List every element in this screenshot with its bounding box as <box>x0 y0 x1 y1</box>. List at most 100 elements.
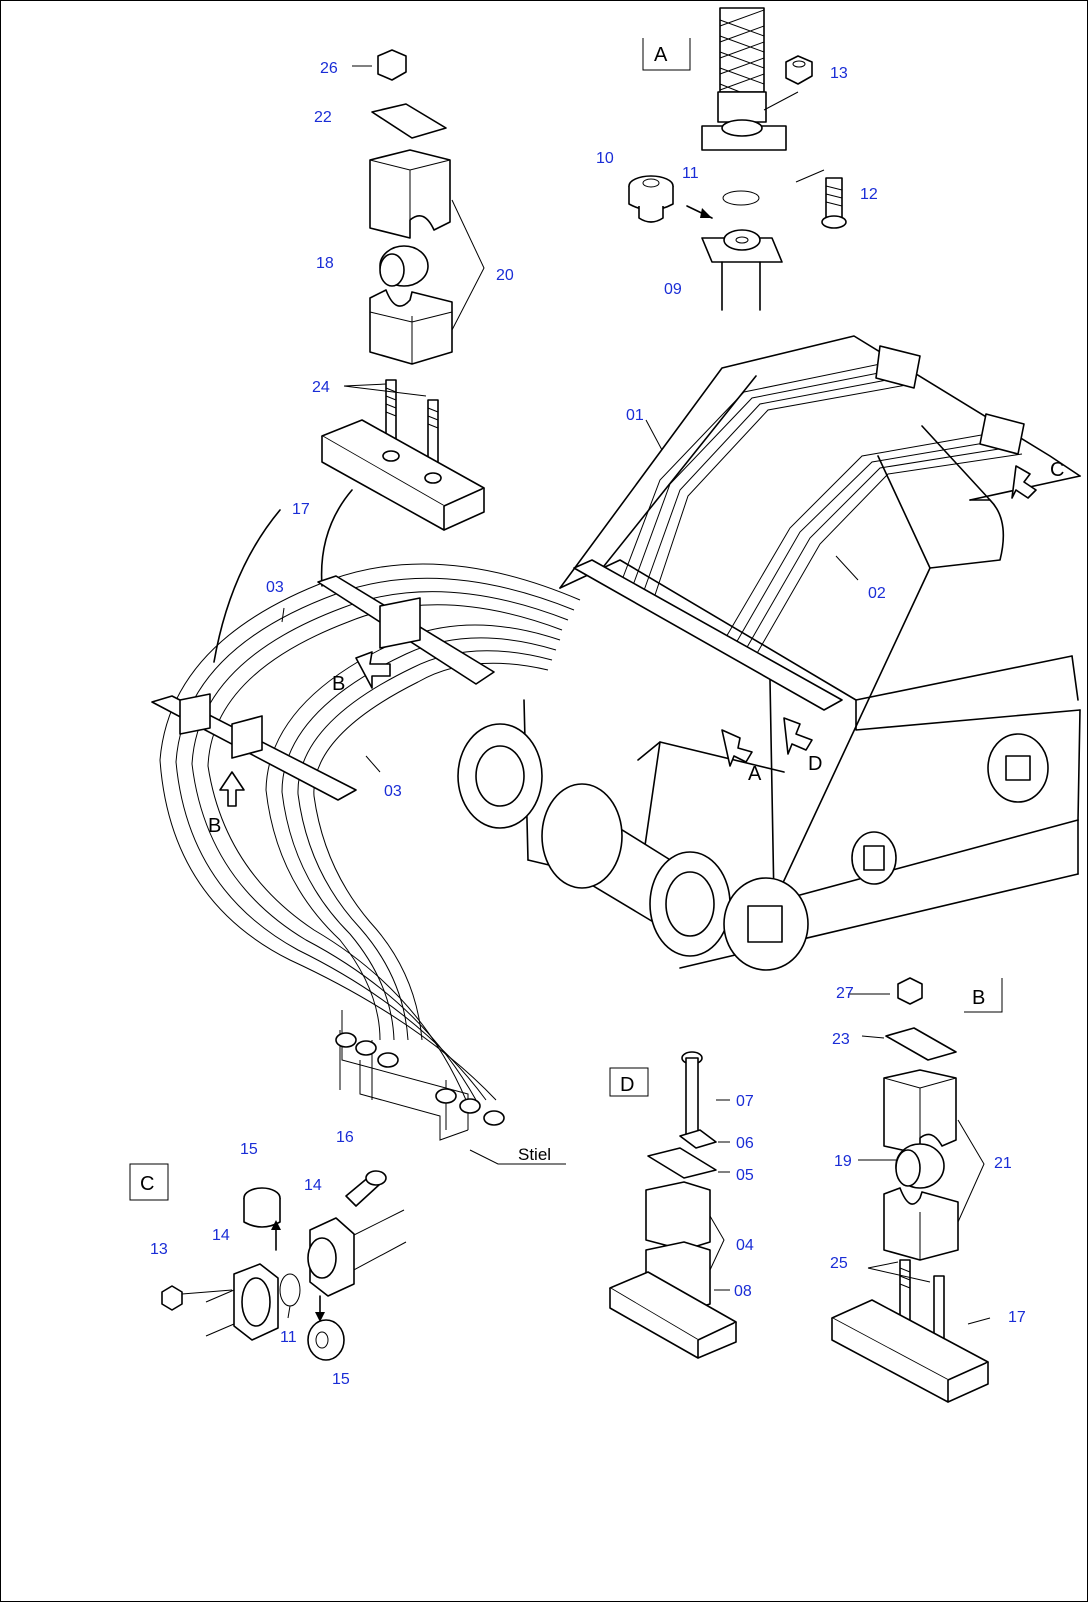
end-fittings-02 <box>979 413 1025 455</box>
stud-bolts-24 <box>343 379 439 473</box>
view-arrows: B B A D C <box>208 459 1064 837</box>
detail-c: C <box>129 1163 407 1361</box>
callout-15-bottom: 15 <box>332 1371 350 1388</box>
clamp-half-20-bottom <box>369 289 453 365</box>
leader-01 <box>645 419 663 451</box>
callout-01: 01 <box>626 407 644 424</box>
callout-27: 27 <box>836 985 854 1002</box>
o-ring-11 <box>722 190 760 206</box>
cover-plate-23 <box>885 1027 957 1061</box>
arrow-label-b-lower: B <box>208 815 221 837</box>
view-label-b: B <box>972 987 985 1009</box>
cover-plate-22 <box>371 103 447 139</box>
callout-16: 16 <box>336 1129 354 1146</box>
bolt-07 <box>681 1051 730 1139</box>
stiel-fittings: Stiel <box>335 1010 566 1165</box>
pin-boss-mid <box>851 831 897 885</box>
detail-a: A <box>628 7 847 311</box>
plate-05 <box>647 1147 717 1179</box>
arrowhead-icon <box>271 1220 281 1230</box>
callout-24: 24 <box>312 379 330 396</box>
leader-02 <box>835 555 859 581</box>
washer-06 <box>679 1129 717 1149</box>
detail-d: D <box>609 1051 737 1359</box>
callout-02: 02 <box>868 585 886 602</box>
hose-loop-03 <box>159 563 581 1101</box>
clamp-block <box>231 715 263 759</box>
callout-25: 25 <box>830 1255 848 1272</box>
callout-20: 20 <box>496 267 514 284</box>
bolt-16 <box>345 1170 387 1207</box>
callout-05: 05 <box>736 1167 754 1184</box>
callout-12: 12 <box>860 186 878 203</box>
callout-07: 07 <box>736 1093 754 1110</box>
callout-18: 18 <box>316 255 334 272</box>
leader-03-mid <box>365 755 381 773</box>
leader-03-top <box>281 607 285 623</box>
plug-15-top <box>243 1187 281 1228</box>
arrow-d-icon <box>783 717 813 755</box>
detail-b: B <box>831 977 1003 1403</box>
bolt-12 <box>821 177 847 229</box>
callout-26: 26 <box>320 60 338 77</box>
clamp-half-21-bottom <box>883 1187 959 1261</box>
pin-boss-far <box>987 733 1049 803</box>
clamp-insert-18 <box>379 245 429 287</box>
hydraulic-lines-01 <box>621 359 913 605</box>
callout-06: 06 <box>736 1135 754 1152</box>
callout-17-top: 17 <box>292 501 310 518</box>
callout-21: 21 <box>994 1155 1012 1172</box>
clamp-block <box>179 693 211 735</box>
flange-14-right <box>307 1217 355 1297</box>
arrow-b-lower-icon <box>219 771 245 807</box>
arrow-label-d: D <box>808 753 822 775</box>
channel-bar-08 <box>609 1271 737 1359</box>
nut-13 <box>785 55 813 85</box>
callout-23: 23 <box>832 1031 850 1048</box>
plug-15-bottom <box>307 1319 345 1361</box>
arrow-c-icon <box>1011 465 1037 499</box>
arrowhead-icon <box>315 1312 325 1322</box>
pin-boss-left <box>457 723 543 829</box>
callout-15-top: 15 <box>240 1141 258 1158</box>
channel-bar-17-b <box>831 1299 989 1403</box>
nut-27 <box>897 977 923 1005</box>
view-label-d: D <box>620 1074 634 1096</box>
arrowhead-icon <box>700 208 712 218</box>
callout-22: 22 <box>314 109 332 126</box>
callout-19: 19 <box>834 1153 852 1170</box>
callout-13-c: 13 <box>150 1241 168 1258</box>
callout-11-c: 11 <box>280 1329 297 1346</box>
clamp-half-04-top <box>645 1181 711 1251</box>
view-label-a: A <box>654 44 668 66</box>
callout-03-mid: 03 <box>384 783 402 800</box>
flange-14-left <box>233 1263 279 1341</box>
callout-13-a: 13 <box>830 65 848 82</box>
arrow-label-a: A <box>748 763 762 785</box>
view-label-c: C <box>140 1173 154 1195</box>
callout-17-b: 17 <box>1008 1309 1026 1326</box>
pin-boss-right <box>649 851 731 957</box>
guide-line <box>320 489 353 587</box>
flange-09 <box>701 229 783 311</box>
hydraulic-lines-02 <box>721 429 1023 663</box>
callout-14-left: 14 <box>212 1227 230 1244</box>
braided-hose <box>701 7 787 151</box>
guide-line <box>213 509 281 663</box>
plug-10 <box>628 175 674 223</box>
clamp-bar-boom <box>573 559 843 711</box>
o-ring-11-c <box>279 1273 301 1307</box>
arrow-label-b-upper: B <box>332 673 345 695</box>
callout-09: 09 <box>664 281 682 298</box>
pin-boss-lower <box>723 877 809 971</box>
callout-04: 04 <box>736 1237 754 1254</box>
nut-13-c <box>161 1285 183 1311</box>
channel-bar-17 <box>321 419 485 531</box>
arrow-a-icon <box>721 729 753 767</box>
callout-14-right: 14 <box>304 1177 322 1194</box>
main-boom-assembly: Stiel B B A D C <box>151 335 1081 1165</box>
arrow-b-upper-icon <box>355 651 391 689</box>
end-fittings-01 <box>875 345 921 389</box>
